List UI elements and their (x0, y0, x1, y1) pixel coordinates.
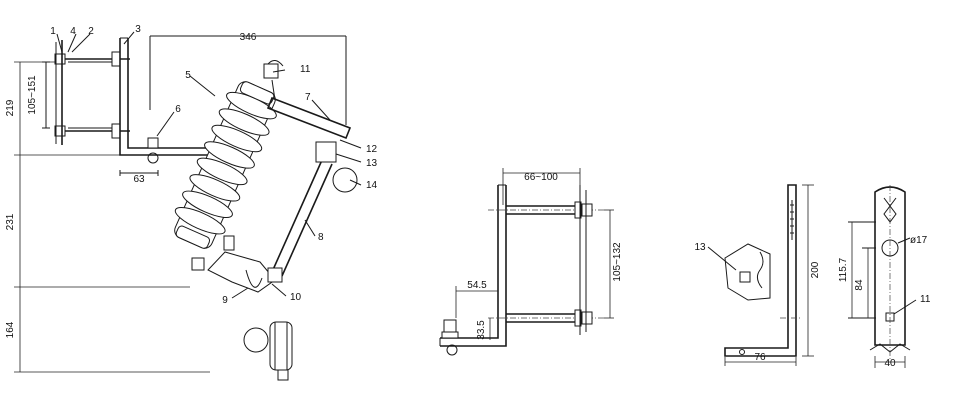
callout-11-strip: 11 (920, 294, 931, 305)
fuse-holder-detail (243, 321, 293, 381)
dim-bracket-height: 105~132 (612, 242, 623, 282)
callout-1: 1 (50, 26, 56, 37)
mounting-bracket (119, 35, 347, 176)
l-plate-view: 200 76 (724, 184, 821, 366)
dim-offset: 63 (133, 174, 145, 185)
dim-lower-height: 164 (5, 321, 16, 338)
dim-overall-width: 346 (240, 32, 257, 43)
lower-hinge (191, 235, 283, 293)
dim-plate-height: 200 (810, 261, 821, 278)
dim-strip-span-1: 115.7 (838, 257, 849, 282)
callout-11: 11 (300, 64, 311, 75)
dim-strip-width: 40 (884, 358, 896, 369)
fuse-cutout-assembly-view: 1 4 2 3 5 6 7 11 12 13 14 8 9 10 346 105… (5, 24, 378, 381)
callout-6: 6 (175, 104, 181, 115)
plate-cut-detail: 13 (694, 242, 771, 301)
callout-7: 7 (305, 92, 311, 103)
callout-2: 2 (88, 26, 94, 37)
callout-3: 3 (135, 24, 141, 35)
callout-8: 8 (318, 232, 324, 243)
callout-4: 4 (70, 26, 76, 37)
dim-clamp-span: 105~151 (27, 75, 38, 115)
leader-lines (56, 31, 362, 299)
callout-9: 9 (222, 295, 228, 306)
clamp-bolt-assembly (42, 40, 130, 145)
dim-foot-width: 54.5 (467, 280, 487, 291)
porcelain-insulator (174, 81, 277, 249)
dim-foot-height: 33.5 (476, 320, 487, 340)
dim-plate-width: 76 (754, 352, 766, 363)
fuse-tube (263, 60, 358, 277)
callout-14: 14 (366, 180, 378, 191)
dim-strip-span-2: 84 (854, 279, 865, 291)
dim-upper-height: 219 (5, 99, 16, 116)
callout-5: 5 (185, 70, 191, 81)
callout-12: 12 (366, 144, 378, 155)
dim-hole-dia: ø17 (910, 235, 928, 246)
dim-middle-height: 231 (5, 213, 16, 230)
callout-13-plate: 13 (694, 242, 706, 253)
callout-10: 10 (290, 292, 302, 303)
dim-bracket-span: 66~100 (524, 172, 558, 183)
callout-13: 13 (366, 158, 378, 169)
strip-detail-view: 115.7 84 ø17 40 11 (838, 185, 931, 369)
bracket-detail-view: 66~100 105~132 54.5 33.5 (439, 168, 623, 356)
